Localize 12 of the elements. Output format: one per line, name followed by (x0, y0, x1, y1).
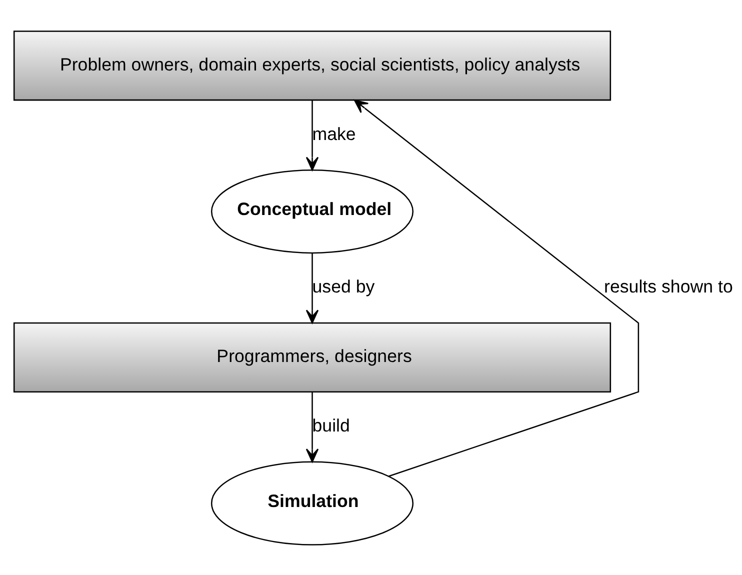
edge-label: results shown to (604, 276, 732, 296)
edge-label: used by (312, 276, 374, 296)
arrow (305, 391, 318, 462)
edge-label: build (312, 415, 350, 436)
arrow (305, 100, 318, 170)
arrow (353, 99, 639, 476)
node-ellipse: Conceptual model (210, 169, 414, 254)
edge-label: make (312, 123, 356, 144)
node-box: Problem owners, domain experts, social scientists, policy analysts (12, 30, 611, 100)
node-box: Programmers, designers (12, 322, 611, 392)
node-ellipse: Simulation (210, 460, 414, 545)
arrow (305, 252, 318, 324)
